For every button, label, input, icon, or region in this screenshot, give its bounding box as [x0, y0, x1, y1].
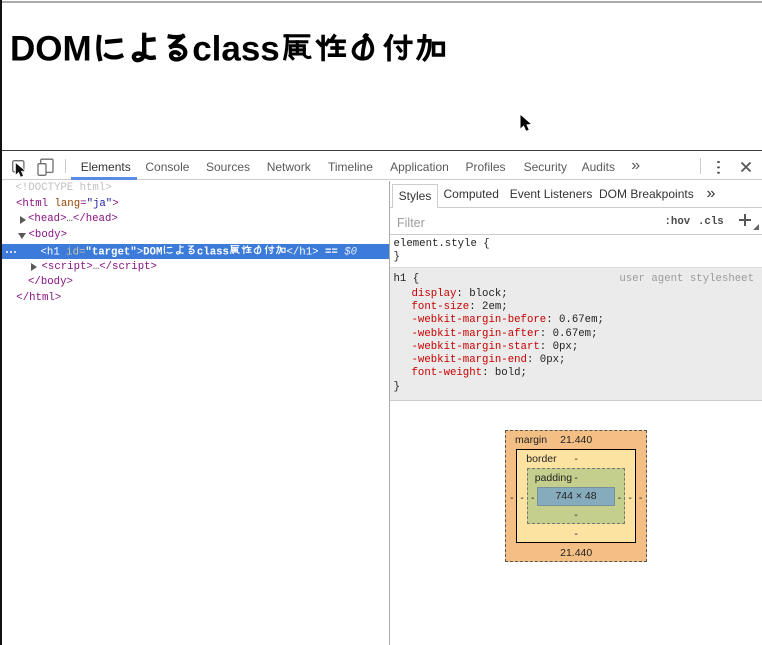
svg-text:DOM: DOM [10, 29, 92, 68]
svg-text:class: class [192, 29, 280, 68]
